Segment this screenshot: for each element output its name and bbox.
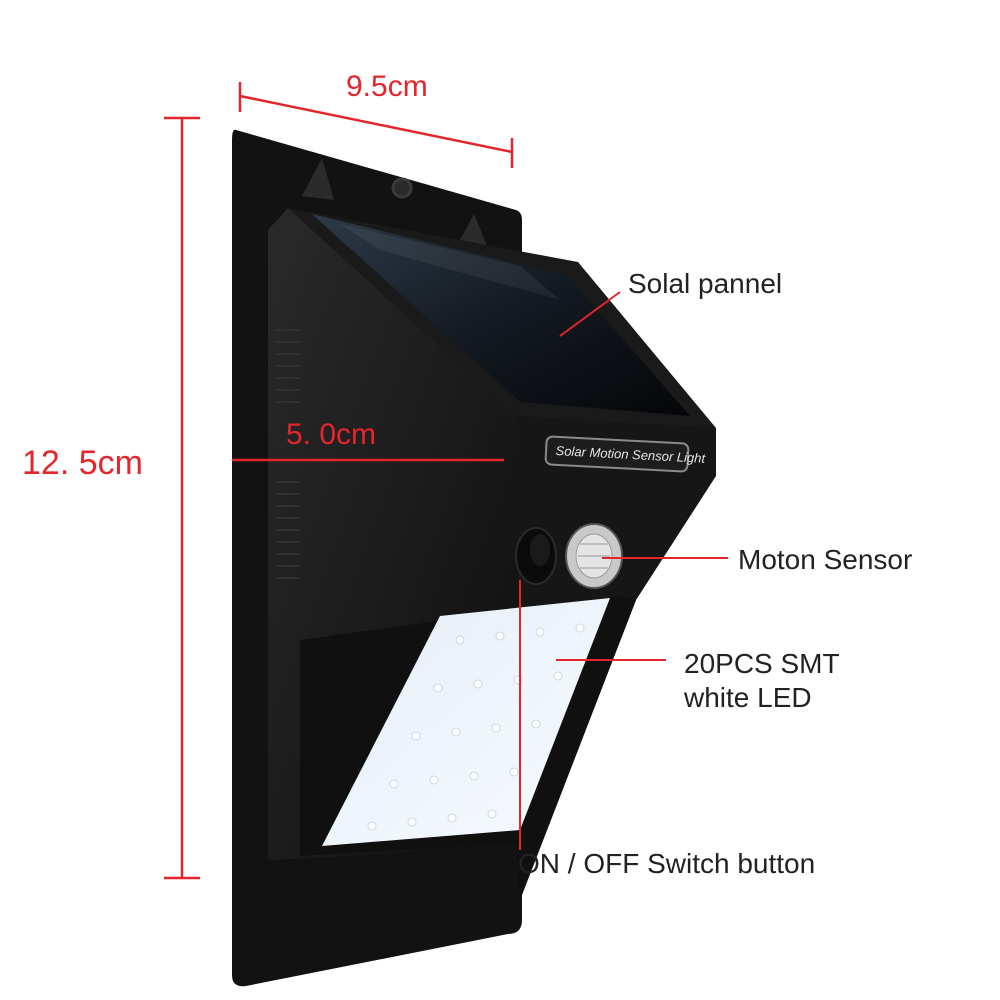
vent-slots — [276, 329, 300, 579]
mount-hole — [391, 177, 413, 199]
callout-lines — [519, 291, 728, 850]
led-callout-line2: white LED — [684, 682, 812, 713]
led-dots — [367, 623, 585, 831]
solar-panel — [312, 214, 690, 416]
solar-panel-callout: Solal pannel — [628, 268, 783, 299]
motion-sensor-callout: Moton Sensor — [738, 544, 913, 575]
dimension-lines — [164, 82, 514, 880]
label-strip — [544, 435, 690, 473]
led-callout-line1: 20PCS SMT — [684, 648, 840, 679]
solar-panel-glare — [340, 224, 560, 300]
mount-notch-left — [302, 158, 334, 200]
height-dimension-label: 12. 5cm — [22, 444, 143, 482]
mount-notch-right — [460, 214, 488, 248]
switch-callout: ON / OFF Switch button — [518, 848, 816, 879]
depth-dimension-label: 5. 0cm — [286, 418, 377, 451]
width-dimension-label: 9.5cm — [346, 70, 428, 103]
